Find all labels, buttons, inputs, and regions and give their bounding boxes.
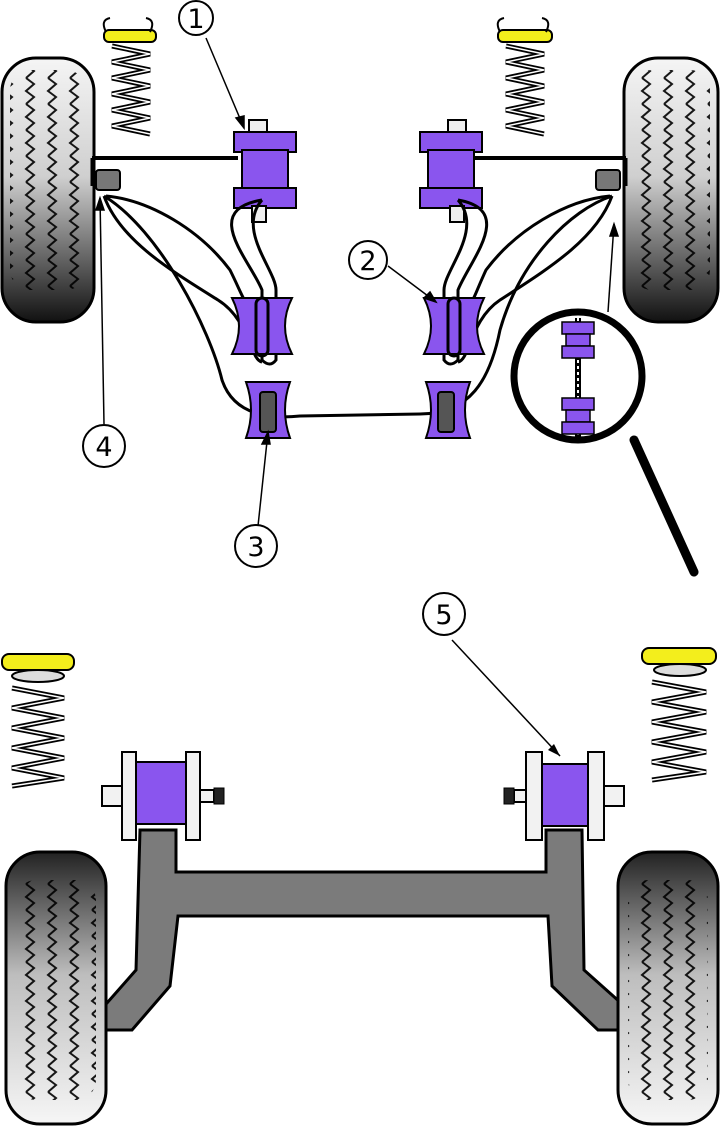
callout-4: 4: [82, 424, 126, 468]
svg-text:3: 3: [247, 532, 264, 563]
trailing-arm-bush-left: [101, 751, 225, 841]
svg-text:4: 4: [95, 432, 112, 463]
top-crossbeam: [90, 156, 628, 186]
drop-link-left: [95, 169, 121, 191]
tyre-bottom-right: [616, 850, 720, 1126]
leader-line-5: [451, 639, 561, 757]
magnifier-icon: [510, 308, 699, 577]
callout-1: 1: [178, 0, 214, 36]
anti-roll-bar: [103, 194, 613, 419]
spring-top-left: [102, 17, 157, 137]
arb-bush-left: [244, 381, 292, 439]
spring-bottom-left: [1, 653, 75, 789]
rear-beam-axle: [90, 828, 642, 1032]
arm-bush-right: [422, 296, 486, 358]
callout-5: 5: [422, 592, 466, 636]
mount-bush-left: [233, 119, 297, 223]
svg-text:1: 1: [187, 4, 204, 35]
arm-bush-left: [230, 296, 294, 358]
bottom-assembly: 5: [1, 592, 720, 1126]
arb-bush-right: [424, 381, 472, 439]
svg-text:2: 2: [359, 246, 376, 277]
top-assembly: 1 2 4 3: [0, 0, 720, 577]
svg-text:5: 5: [435, 600, 452, 631]
spring-top-right: [496, 17, 553, 137]
tyre-bottom-left: [4, 850, 108, 1126]
leader-lines-top: [94, 37, 620, 527]
tyre-top-left: [0, 56, 96, 324]
callout-3: 3: [234, 524, 278, 568]
leader-arrow-5: [548, 744, 560, 756]
spring-bottom-right: [641, 647, 717, 783]
trailing-arm-bush-right: [503, 751, 625, 841]
drop-link-right: [595, 169, 621, 191]
mount-bush-right: [419, 119, 483, 223]
callout-2: 2: [348, 240, 388, 280]
tyre-top-right: [622, 56, 720, 324]
